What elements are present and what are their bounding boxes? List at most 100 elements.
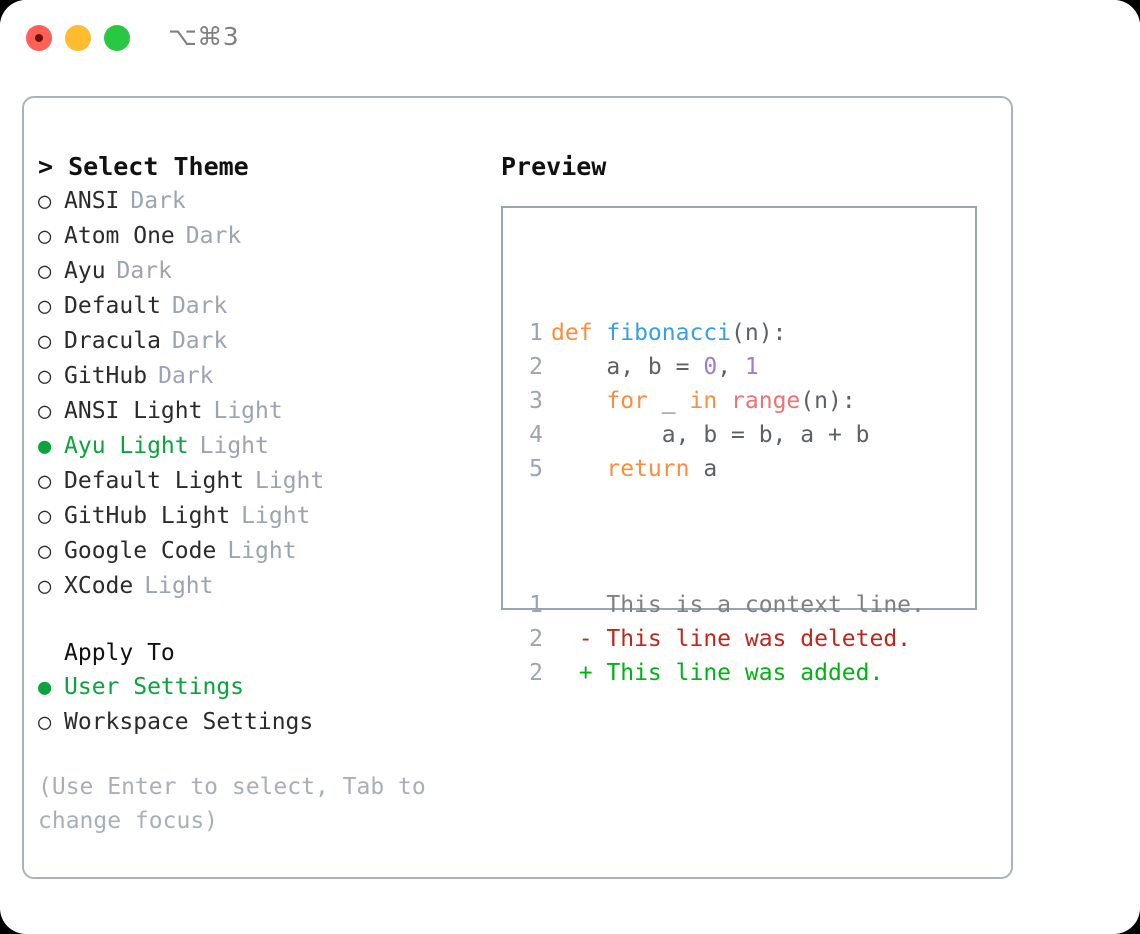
theme-option-label: Dracula <box>64 328 161 354</box>
theme-variant-tag: Dark <box>130 188 186 214</box>
theme-variant-tag: Light <box>241 503 311 529</box>
theme-option-xcode[interactable]: ○ XCode Light <box>38 569 488 604</box>
theme-variant-tag: Light <box>255 468 325 494</box>
code-token-plain <box>551 388 606 414</box>
code-token-plain: a, b = b, a + b <box>551 422 870 448</box>
code-token-keyword: in <box>689 388 718 414</box>
theme-variant-tag: Dark <box>116 258 172 284</box>
theme-option-default-light[interactable]: ○ Default Light Light <box>38 464 488 499</box>
theme-variant-tag: Dark <box>171 328 228 354</box>
theme-option-label: ANSI <box>64 188 120 214</box>
theme-option-label: Atom One <box>64 223 175 249</box>
code-token-plain <box>551 456 606 482</box>
theme-picker-title: > Select Theme <box>38 152 249 181</box>
diff-line-number: 2 <box>529 626 543 652</box>
diff-line-context: 1 This is a context line. <box>517 588 925 622</box>
diff-line-added: 2 + This line was added. <box>517 656 925 690</box>
theme-variant-tag: Light <box>144 573 214 599</box>
theme-option-label: ANSI Light <box>64 398 203 424</box>
maximize-window-button[interactable] <box>104 25 130 51</box>
code-line-number: 4 <box>529 422 543 448</box>
radio-unselected-icon: ○ <box>38 259 52 284</box>
radio-unselected-icon: ○ <box>38 399 52 424</box>
theme-option-github[interactable]: ○ GitHub Dark <box>38 359 488 394</box>
code-token-plain: a <box>689 456 718 482</box>
apply-to-option-workspace-settings[interactable]: ○ Workspace Settings <box>38 705 488 740</box>
diff-line-text: + This line was added. <box>551 660 884 686</box>
theme-option-label: Ayu Light <box>64 433 189 459</box>
theme-variant-tag: Dark <box>185 223 242 249</box>
radio-unselected-icon: ○ <box>38 294 52 319</box>
code-token-plain: a, b = <box>551 354 704 380</box>
diff-line-number: 1 <box>529 592 543 618</box>
code-line-number: 1 <box>529 320 543 346</box>
theme-option-label: GitHub Light <box>64 503 231 529</box>
theme-option-label: Default <box>64 293 161 319</box>
theme-option-github-light[interactable]: ○ GitHub Light Light <box>38 499 488 534</box>
keyboard-shortcut-label: ⌥⌘3 <box>168 22 240 51</box>
radio-unselected-icon: ○ <box>38 504 52 529</box>
theme-variant-tag: Light <box>227 538 297 564</box>
theme-option-default[interactable]: ○ Default Dark <box>38 289 488 324</box>
code-line: 3 for _ in range(n): <box>517 384 925 418</box>
theme-option-ayu-light[interactable]: ● Ayu Light Light <box>38 429 488 464</box>
radio-unselected-icon: ○ <box>38 469 52 494</box>
theme-variant-tag: Dark <box>171 293 228 319</box>
keyboard-hint-text: (Use Enter to select, Tab to change focu… <box>38 774 440 834</box>
theme-option-label: Ayu <box>64 258 106 284</box>
apply-to-option-list: ● User Settings ○ Workspace Settings <box>38 670 488 740</box>
code-token-keyword: def <box>551 320 607 346</box>
radio-unselected-icon: ○ <box>38 710 52 735</box>
diff-line-deleted: 2 - This line was deleted. <box>517 622 925 656</box>
radio-unselected-icon: ○ <box>38 574 52 599</box>
apply-to-title: Apply To <box>64 640 175 666</box>
code-line: 4 a, b = b, a + b <box>517 418 925 452</box>
code-line: 2 a, b = 0, 1 <box>517 350 925 384</box>
traffic-light-controls <box>26 25 130 51</box>
code-token-plain <box>717 388 731 414</box>
code-line-number: 5 <box>529 456 543 482</box>
code-line-number: 3 <box>529 388 543 414</box>
code-token-number: 0 <box>703 354 718 380</box>
theme-variant-tag: Light <box>213 398 283 424</box>
code-token-function: fibonacci <box>606 320 732 346</box>
theme-option-label: Default Light <box>64 468 245 494</box>
code-token-plain: (n): <box>800 388 856 414</box>
radio-unselected-icon: ○ <box>38 364 52 389</box>
radio-selected-icon: ● <box>38 434 52 459</box>
close-window-button[interactable] <box>26 25 52 51</box>
radio-selected-icon: ● <box>38 675 52 700</box>
theme-variant-tag: Dark <box>158 363 214 389</box>
diff-line-text: This is a context line. <box>551 592 925 618</box>
code-token-number: 1 <box>744 354 759 380</box>
code-token-keyword: return <box>606 456 690 482</box>
radio-unselected-icon: ○ <box>38 539 52 564</box>
apply-to-option-label: User Settings <box>64 674 245 700</box>
theme-option-ayu[interactable]: ○ Ayu Dark <box>38 254 488 289</box>
theme-option-label: GitHub <box>64 363 148 389</box>
code-token-keyword: for <box>606 388 648 414</box>
apply-to-option-user-settings[interactable]: ● User Settings <box>38 670 488 705</box>
theme-variant-tag: Light <box>199 433 269 459</box>
preview-title: Preview <box>501 152 607 181</box>
theme-option-label: XCode <box>64 573 134 599</box>
theme-option-label: Google Code <box>64 538 217 564</box>
apply-to-option-label: Workspace Settings <box>64 709 314 735</box>
code-token-call: range <box>731 388 801 414</box>
theme-option-google-code[interactable]: ○ Google Code Light <box>38 534 488 569</box>
theme-option-ansi-light[interactable]: ○ ANSI Light Light <box>38 394 488 429</box>
minimize-window-button[interactable] <box>65 25 91 51</box>
diff-line-number: 2 <box>529 660 543 686</box>
diff-line-text: - This line was deleted. <box>551 626 912 652</box>
